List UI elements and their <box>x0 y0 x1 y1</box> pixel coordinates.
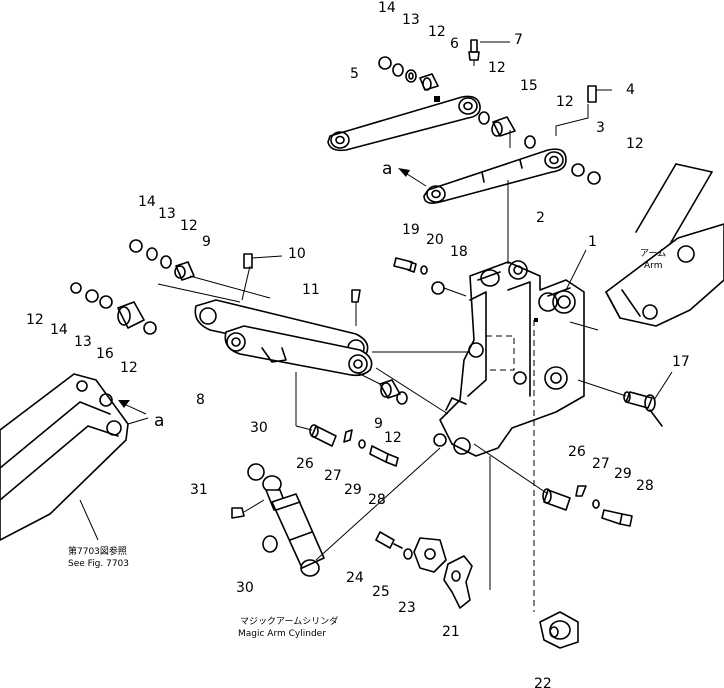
callout-6: 6 <box>450 36 459 52</box>
callout-1: 1 <box>588 234 597 250</box>
callout-11: 11 <box>302 282 320 298</box>
callout-26b: 26 <box>568 444 586 460</box>
callout-28b: 28 <box>636 478 654 494</box>
callout-29: 29 <box>344 482 362 498</box>
callout-13b: 13 <box>158 206 176 222</box>
callout-31: 31 <box>190 482 208 498</box>
left-part-stack <box>70 239 271 335</box>
callout-20: 20 <box>426 232 444 248</box>
callout-10: 10 <box>288 246 306 262</box>
see-fig-label-en: See Fig. 7703 <box>68 559 129 569</box>
leader-lines <box>355 130 599 415</box>
callout-17: 17 <box>672 354 690 370</box>
callout-28: 28 <box>368 492 386 508</box>
arrow-a-label-top: a <box>382 159 392 179</box>
callout-12: 12 <box>428 24 446 40</box>
callout-13: 13 <box>402 12 420 28</box>
arrow-a-top <box>398 168 427 187</box>
cylinder-label-jp: マジックアームシリンダ <box>240 615 338 627</box>
callout-12f: 12 <box>26 312 44 328</box>
lower-9-12 <box>379 379 408 405</box>
pin-group-left <box>295 372 399 467</box>
callout-14b: 14 <box>138 194 156 210</box>
callout-16: 16 <box>96 346 114 362</box>
callout-24: 24 <box>346 570 364 586</box>
callout-15: 15 <box>520 78 538 94</box>
link-8 <box>194 253 373 377</box>
callout-12d: 12 <box>626 136 644 152</box>
callout-12b: 12 <box>488 60 506 76</box>
link-5 <box>327 95 481 152</box>
callout-7: 7 <box>514 32 523 48</box>
callout-30b: 30 <box>236 580 254 596</box>
arrow-a-label-left: a <box>154 411 164 431</box>
callout-27b: 27 <box>592 456 610 472</box>
link-2 <box>423 85 612 204</box>
magic-arm-cylinder <box>231 447 441 577</box>
callout-labels: 14 13 12 6 7 5 12 15 12 4 3 12 a 2 1 14 … <box>26 0 690 688</box>
callout-5: 5 <box>350 66 359 82</box>
bolts-18-19-20 <box>393 257 467 297</box>
callout-12c: 12 <box>556 94 574 110</box>
lower-parts <box>375 320 579 649</box>
see-fig-label-jp: 第7703図参照 <box>68 545 127 557</box>
callout-26: 26 <box>296 456 314 472</box>
callout-12e: 12 <box>180 218 198 234</box>
callout-9b: 9 <box>374 416 383 432</box>
frame-1 <box>433 260 585 457</box>
callout-2: 2 <box>536 210 545 226</box>
callout-9: 9 <box>202 234 211 250</box>
cylinder-label-en: Magic Arm Cylinder <box>238 629 326 639</box>
callout-27: 27 <box>324 468 342 484</box>
callout-19: 19 <box>402 222 420 238</box>
callout-30: 30 <box>250 420 268 436</box>
callout-22: 22 <box>534 676 552 688</box>
pin-group-right <box>473 443 633 527</box>
callout-29b: 29 <box>614 466 632 482</box>
callout-18: 18 <box>450 244 468 260</box>
callout-14: 14 <box>378 0 396 16</box>
callout-21: 21 <box>442 624 460 640</box>
callout-3: 3 <box>596 120 605 136</box>
callout-8: 8 <box>196 392 205 408</box>
callout-12g: 12 <box>120 360 138 376</box>
pin-17 <box>577 371 673 427</box>
arm-label-jp: アーム <box>640 248 666 259</box>
boom-left <box>0 373 149 541</box>
arm <box>605 163 724 327</box>
callout-4: 4 <box>626 82 635 98</box>
callout-14c: 14 <box>50 322 68 338</box>
arm-label-en: Arm <box>644 261 662 271</box>
callout-23: 23 <box>398 600 416 616</box>
callout-12h: 12 <box>384 430 402 446</box>
callout-25: 25 <box>372 584 390 600</box>
callout-13c: 13 <box>74 334 92 350</box>
